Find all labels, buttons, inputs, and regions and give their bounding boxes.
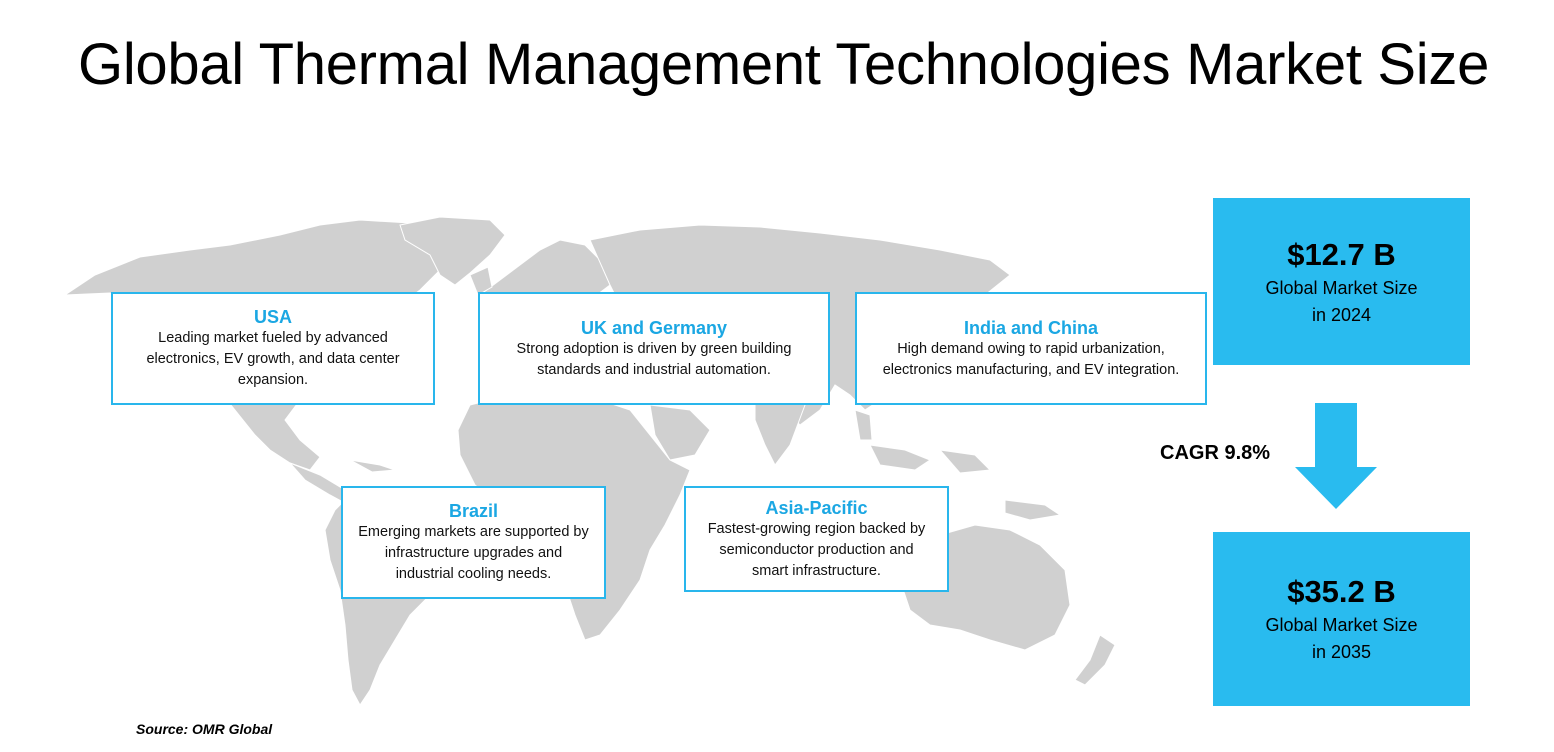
callout-title: Brazil bbox=[448, 501, 499, 521]
callout-title: UK and Germany bbox=[580, 317, 728, 338]
market-size-2035-value: $35.2 B bbox=[1287, 574, 1396, 609]
callout-uk-germany: UK and Germany Strong adoption is driven… bbox=[478, 292, 830, 405]
callout-title: USA bbox=[253, 307, 292, 327]
callout-text: Fastest-growing region backed by semicon… bbox=[707, 520, 926, 579]
market-size-2024-year: in 2024 bbox=[1311, 304, 1372, 325]
callout-text: Leading market fueled by advanced electr… bbox=[146, 330, 400, 388]
world-map bbox=[63, 216, 1116, 706]
callout-india-china: India and China High demand owing to rap… bbox=[855, 292, 1207, 405]
market-size-2035-year: in 2035 bbox=[1311, 642, 1372, 662]
callout-title: India and China bbox=[963, 317, 1098, 338]
cagr-label: CAGR 9.8% bbox=[1160, 442, 1271, 464]
market-size-2035-label: Global Market Size bbox=[1265, 615, 1418, 635]
down-arrow-icon bbox=[1295, 403, 1377, 509]
slide-title: Global Thermal Management Technologies M… bbox=[78, 32, 1490, 97]
callout-text: Emerging markets are supported by infras… bbox=[358, 524, 589, 582]
callout-brazil: Brazil Emerging markets are supported by… bbox=[341, 486, 606, 599]
callout-text: High demand owing to rapid urbanization,… bbox=[882, 340, 1180, 378]
callout-text: Strong adoption is driven by green build… bbox=[516, 340, 792, 378]
market-size-2035-box: $35.2 B Global Market Size in 2035 bbox=[1213, 532, 1470, 706]
greenland-shape bbox=[399, 216, 506, 286]
market-size-2024-box: $12.7 B Global Market Size in 2024 bbox=[1213, 198, 1470, 365]
callout-usa: USA Leading market fueled by advanced el… bbox=[111, 292, 435, 405]
source-note: Source: OMR Global bbox=[136, 721, 273, 737]
callout-title: Asia-Pacific bbox=[765, 497, 868, 518]
market-size-2024-label: Global Market Size bbox=[1265, 277, 1418, 298]
market-size-2024-value: $12.7 B bbox=[1287, 236, 1396, 272]
callout-asia-pacific: Asia-Pacific Fastest-growing region back… bbox=[684, 486, 949, 592]
